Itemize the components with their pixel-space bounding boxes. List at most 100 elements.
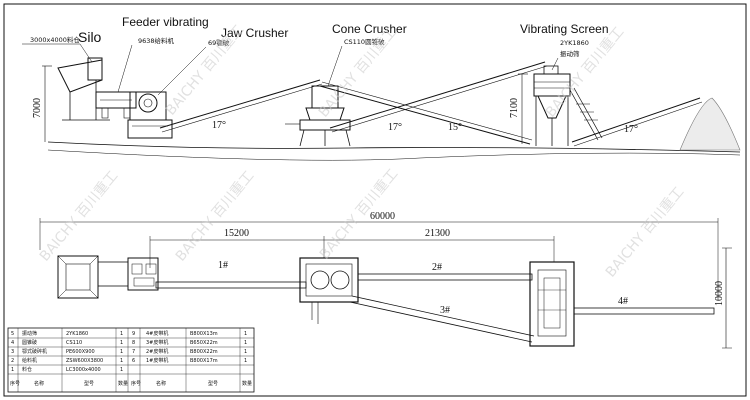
table-cell-name: 给料机 <box>22 357 37 364</box>
table-header-model: 型号 <box>84 380 94 387</box>
ground-line <box>47 141 741 153</box>
silo-label: Silo <box>78 29 102 45</box>
conveyor-1-elevation <box>159 79 321 129</box>
vibrating-screen-elevation <box>533 65 603 146</box>
table-cell-qty: 1 <box>120 367 123 373</box>
table-cell-name: 圆锥破 <box>22 339 37 346</box>
height-left-dim: 7000 <box>32 98 43 118</box>
cone-leader <box>327 45 343 87</box>
feeder-leader <box>117 44 133 93</box>
table-cell-name: 料仓 <box>22 366 32 373</box>
silo-sublabel: 3000x4000料仓 <box>30 35 80 44</box>
table-cell-model: PE600X900 <box>66 349 95 355</box>
feeder-sublabel: 9638给料机 <box>138 36 175 45</box>
table-header-qty: 数量 <box>118 380 128 387</box>
table-cell-qty: 1 <box>244 340 247 346</box>
watermark-5: BAICHY 百川重工 <box>173 168 258 265</box>
feeder-jaw-plan <box>97 257 159 291</box>
table-cell-model: 2YK1860 <box>66 331 88 337</box>
conveyor-4-elevation-lower <box>573 101 703 147</box>
vibrating-screen-plan <box>529 261 575 347</box>
table-cell-model: ZSW600X3800 <box>66 358 103 364</box>
table-cell-no: 9 <box>132 331 135 337</box>
table-cell-name: 2#皮带机 <box>146 348 168 355</box>
total-length-dim: 60000 <box>370 211 395 222</box>
table-cell-qty: 1 <box>244 349 247 355</box>
conveyor-3-elevation <box>319 85 531 145</box>
width-dim: 10000 <box>714 281 725 306</box>
table-header-name-2: 名称 <box>156 380 166 387</box>
conveyor-4-plan <box>573 307 715 315</box>
watermark-4: BAICHY 百川重工 <box>37 168 122 265</box>
table-cell-model: LC3000x4000 <box>66 367 101 373</box>
conveyor-1-elevation-lower <box>161 83 323 133</box>
silo-elevation <box>57 57 110 121</box>
parts-table <box>7 327 255 393</box>
table-header-name: 名称 <box>34 380 44 387</box>
table-cell-no: 1 <box>11 367 14 373</box>
conveyor-4-elevation <box>571 97 701 143</box>
table-cell-name: 鄂式破碎机 <box>22 348 47 355</box>
table-cell-model: B650X22m <box>190 340 218 346</box>
table-cell-name: 振动筛 <box>22 330 37 337</box>
span1-dim: 15200 <box>224 228 249 239</box>
table-cell-name: 1#皮带机 <box>146 357 168 364</box>
conveyor-1-plan <box>155 281 307 289</box>
cone-crusher-plan <box>299 257 359 324</box>
table-header-no-2: 序号 <box>131 380 141 387</box>
conveyor-3-elevation-upper <box>321 81 533 141</box>
angle-4-label: 17° <box>624 124 638 135</box>
table-cell-no: 3 <box>11 349 14 355</box>
table-cell-qty: 1 <box>120 349 123 355</box>
cone-crusher-elevation <box>285 85 351 147</box>
angle-3-label: 15° <box>448 122 462 133</box>
screen-leader <box>551 57 559 71</box>
table-cell-qty: 1 <box>120 340 123 346</box>
watermark-7: BAICHY 百川重工 <box>603 184 688 281</box>
table-cell-qty: 1 <box>244 358 247 364</box>
jaw-leader <box>157 46 207 96</box>
conveyor-2-label: 2# <box>432 262 442 273</box>
ground-line-lower <box>47 149 741 161</box>
table-cell-no: 6 <box>132 358 135 364</box>
table-cell-qty: 1 <box>244 331 247 337</box>
vibrating-screen-label: Vibrating Screen <box>520 22 609 36</box>
conveyor-2-elevation-lower <box>331 65 548 133</box>
table-header-model-2: 型号 <box>208 380 218 387</box>
table-header-qty-2: 数量 <box>242 380 252 387</box>
table-cell-no: 7 <box>132 349 135 355</box>
conveyor-2-elevation <box>329 61 546 129</box>
watermark-1: BAICHY 百川重工 <box>163 22 248 119</box>
stockpile <box>679 97 741 151</box>
conveyor-3-plan <box>349 301 533 343</box>
table-cell-no: 4 <box>11 340 14 346</box>
table-cell-no: 2 <box>11 358 14 364</box>
cone-crusher-sublabel: CS110圆锥破 <box>344 37 385 46</box>
angle-2-label: 17° <box>388 122 402 133</box>
table-cell-no: 8 <box>132 340 135 346</box>
angle-1-label: 17° <box>212 120 226 131</box>
conveyor-3-plan-2 <box>351 295 535 337</box>
conveyor-3-label: 3# <box>440 305 450 316</box>
table-cell-model: B800X13m <box>190 331 218 337</box>
table-cell-model: B800X22m <box>190 349 218 355</box>
table-cell-qty: 1 <box>120 358 123 364</box>
feeder-label: Feeder vibrating <box>122 15 209 29</box>
table-cell-no: 5 <box>11 331 14 337</box>
table-cell-model: B800X17m <box>190 358 218 364</box>
table-header-no: 序号 <box>10 380 20 387</box>
table-cell-name: 3#皮带机 <box>146 339 168 346</box>
cone-crusher-label: Cone Crusher <box>332 22 407 36</box>
drawing-frame <box>3 3 747 397</box>
vibrating-screen-sublabel-2: 振动筛 <box>560 49 580 58</box>
conveyor-4-label: 4# <box>618 296 628 307</box>
jaw-crusher-sublabel: 69颚破 <box>208 38 230 47</box>
silo-plan <box>57 255 99 299</box>
table-cell-qty: 1 <box>120 331 123 337</box>
conveyor-1-label: 1# <box>218 260 228 271</box>
silo-leader <box>79 43 93 63</box>
parts-table-header: 序号 名称 型号 数量 序号 名称 型号 数量 <box>10 380 252 387</box>
